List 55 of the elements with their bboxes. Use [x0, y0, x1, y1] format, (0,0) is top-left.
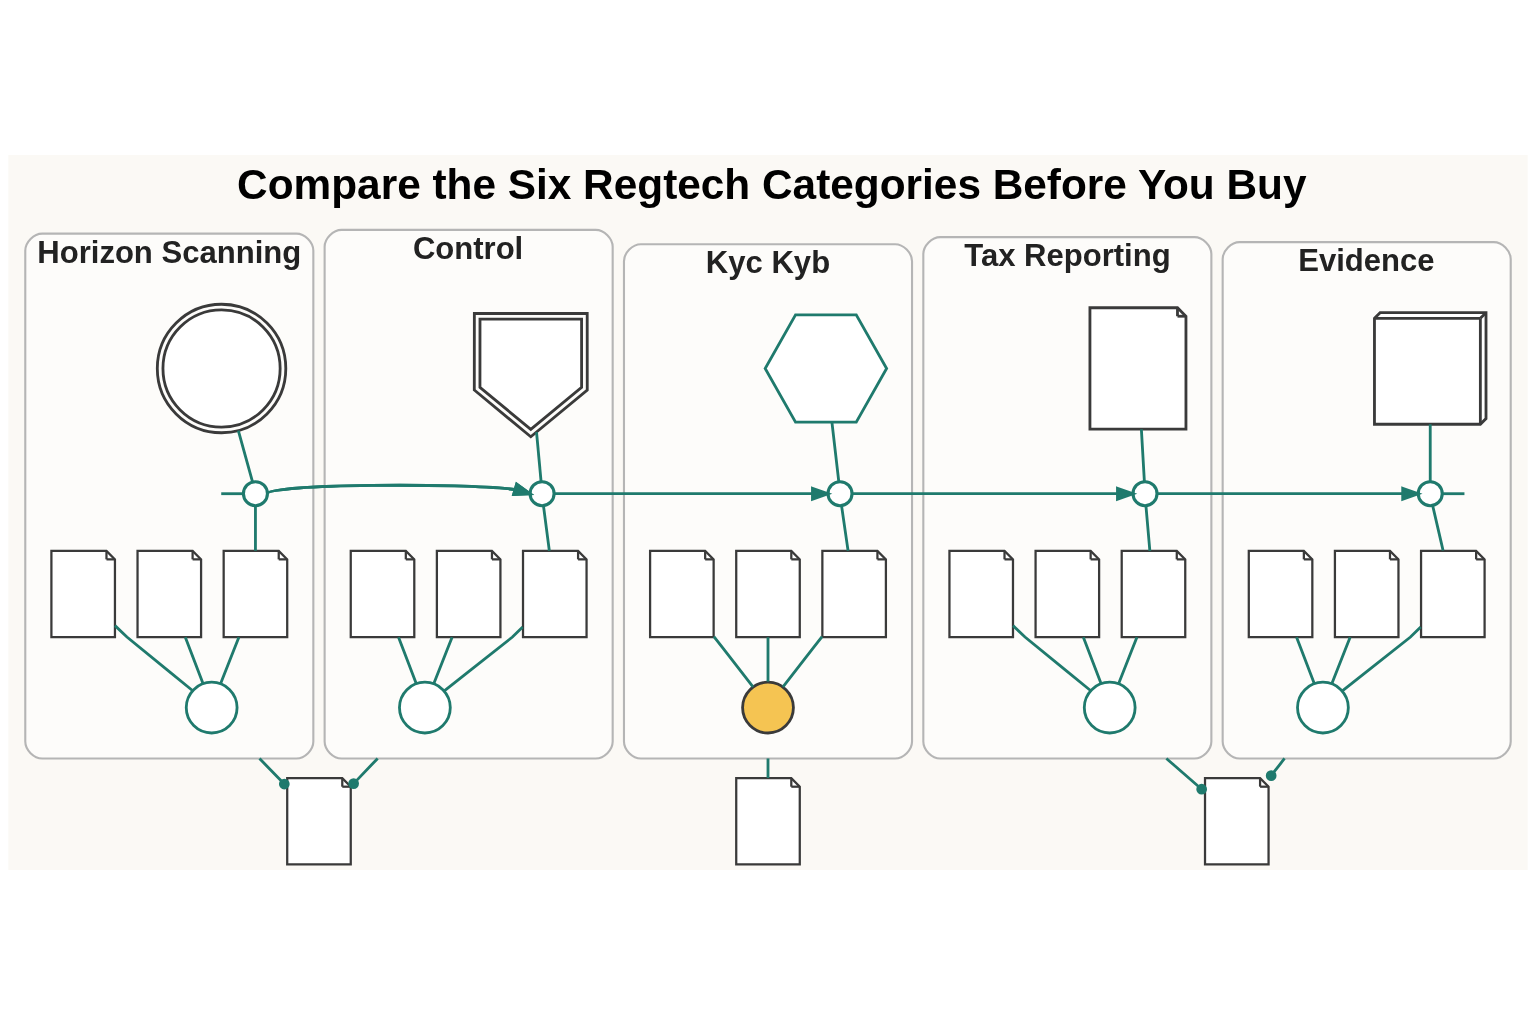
- arrow: [852, 485, 1138, 501]
- cluster: Horizon Scanning: [24, 232, 315, 759]
- connector: [712, 635, 755, 688]
- connector: [1295, 636, 1316, 684]
- connector: [1082, 636, 1103, 684]
- connector: [766, 636, 770, 682]
- connector: [114, 624, 194, 692]
- arrow: [266, 481, 535, 496]
- arrow: [554, 485, 833, 501]
- node-circle: [1131, 479, 1159, 507]
- connector: [542, 505, 551, 551]
- connector: [766, 757, 770, 778]
- node-circle: [241, 479, 269, 507]
- connector: [1117, 636, 1139, 684]
- connector: [1428, 423, 1432, 481]
- connector: [397, 636, 418, 684]
- node-circle: [1082, 680, 1137, 734]
- connector: [237, 429, 254, 482]
- node-circle: [741, 680, 795, 734]
- connector: [1139, 428, 1146, 482]
- connector: [1144, 505, 1152, 551]
- connector: [1442, 491, 1465, 495]
- connector: [1265, 757, 1286, 781]
- connector: [221, 491, 244, 495]
- connector: [1431, 504, 1445, 551]
- node-picture: [763, 312, 889, 424]
- cluster: Kyc Kyb: [622, 242, 914, 759]
- connector: [1341, 625, 1422, 692]
- node-circle: [398, 680, 452, 734]
- node-picture: [155, 302, 288, 434]
- connector: [184, 636, 205, 684]
- cluster: Control: [323, 228, 614, 759]
- node-circle: [1296, 680, 1350, 734]
- node-picture: [472, 311, 589, 439]
- connector: [348, 756, 379, 789]
- connector: [1165, 756, 1207, 795]
- connector: [830, 421, 841, 481]
- node-circle: [1416, 479, 1444, 507]
- connector: [535, 431, 543, 482]
- connector: [840, 505, 850, 551]
- diagram-title: Compare the Six Regtech Categories Before You Buy: [237, 160, 1307, 208]
- connector: [254, 505, 257, 551]
- connector: [258, 756, 290, 789]
- connector: [1012, 624, 1092, 692]
- connector: [219, 636, 241, 684]
- cluster: Evidence: [1221, 240, 1512, 759]
- connector: [443, 625, 524, 692]
- node-circle: [184, 680, 239, 734]
- connector: [1330, 636, 1352, 684]
- node-circle: [528, 479, 556, 507]
- connector: [432, 636, 454, 684]
- arrow: [1157, 485, 1423, 501]
- connector: [781, 635, 824, 688]
- cluster: Tax Reporting: [922, 235, 1213, 759]
- node-circle: [826, 479, 854, 507]
